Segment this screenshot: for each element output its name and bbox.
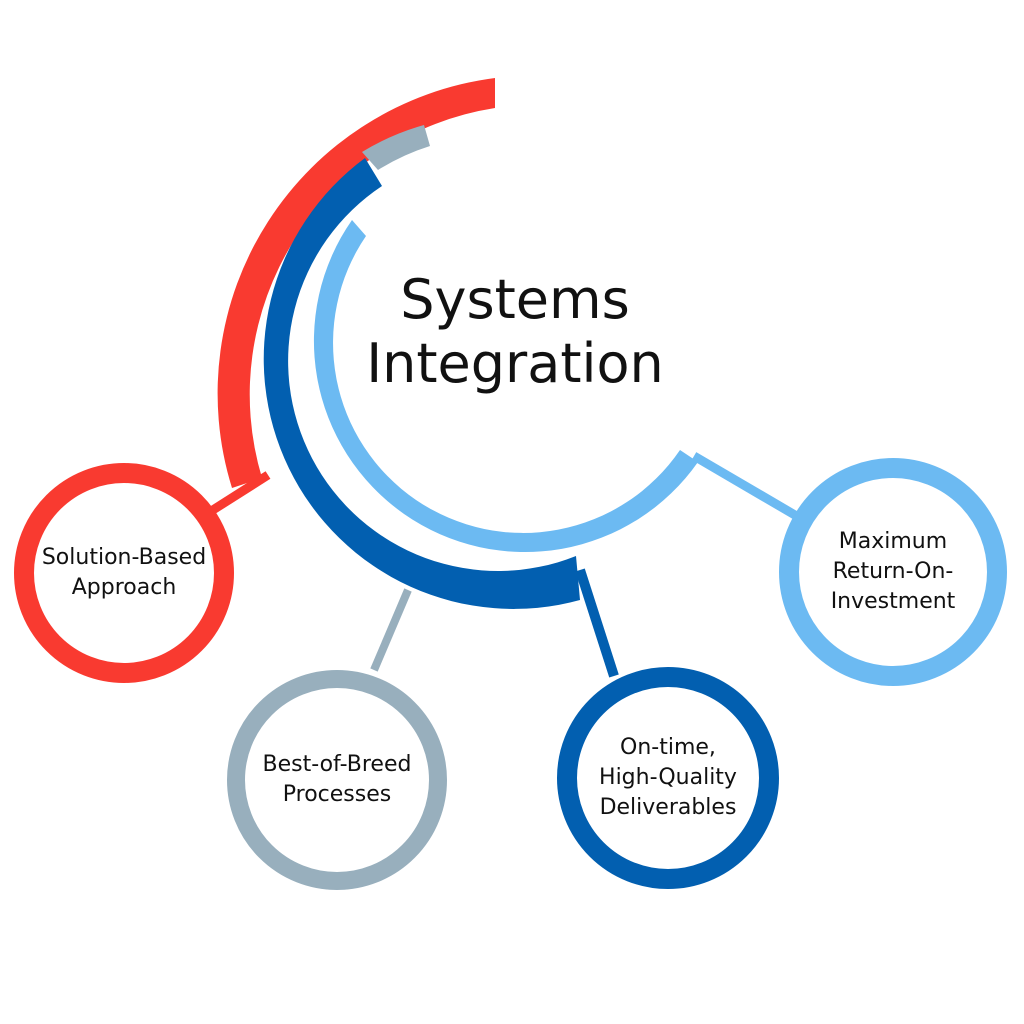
connector-ontime	[575, 568, 619, 678]
node-solution-label: Solution-Based Approach	[24, 523, 224, 623]
node-circle-solution	[14, 463, 234, 683]
gray-arc	[362, 125, 430, 170]
title-line-2: Integration	[366, 332, 664, 395]
node-solution-line: Approach	[71, 575, 177, 600]
node-circle-roi	[779, 458, 1007, 686]
node-solution-line: Solution-Based	[41, 545, 207, 570]
node-roi-line: Maximum	[838, 529, 948, 554]
connector-best	[370, 588, 412, 672]
node-best-line: Best-of-Breed	[262, 752, 412, 777]
node-circle-best	[227, 670, 447, 890]
node-roi-line: Return-On-	[832, 559, 954, 584]
node-best-line: Processes	[282, 782, 392, 807]
node-circle-ontime	[557, 667, 779, 889]
page-title: Systems Integration	[330, 268, 700, 396]
node-ontime-label: On-time, High-Quality Deliverables	[568, 728, 768, 828]
node-ontime-line: Deliverables	[599, 795, 737, 820]
connector-roi	[691, 452, 803, 522]
red-arc	[217, 78, 496, 488]
node-roi-line: Investment	[830, 589, 956, 614]
node-best-label: Best-of-Breed Processes	[237, 730, 437, 830]
title-line-1: Systems	[400, 268, 630, 331]
node-roi-label: Maximum Return-On- Investment	[793, 522, 993, 622]
node-ontime-line: High-Quality	[599, 765, 737, 790]
light-blue-arc	[313, 220, 698, 553]
connector-solution	[202, 471, 271, 519]
node-ontime-line: On-time,	[620, 735, 716, 760]
